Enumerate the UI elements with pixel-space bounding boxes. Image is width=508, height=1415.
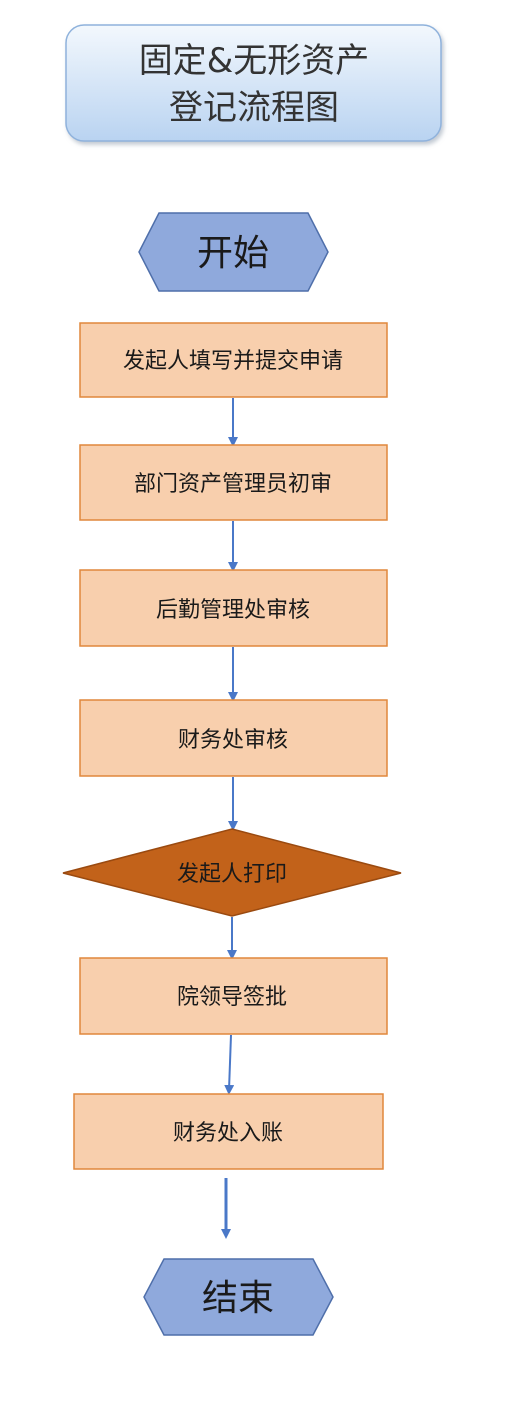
- title-line-1: 固定&无形资产: [139, 41, 370, 81]
- step-label: 部门资产管理员初审: [134, 472, 332, 497]
- step-label: 后勤管理处审核: [156, 598, 310, 623]
- step-finance-review: 财务处审核: [79, 699, 388, 777]
- step-label: 发起人填写并提交申请: [123, 349, 343, 374]
- title-line-2: 登记流程图: [169, 88, 339, 128]
- title-box: 固定&无形资产 登记流程图: [65, 24, 442, 142]
- flow-arrow: [224, 1034, 235, 1095]
- step-label: 财务处审核: [178, 728, 288, 753]
- start-label: 开始: [197, 233, 269, 274]
- step-submit-application: 发起人填写并提交申请: [79, 322, 388, 398]
- decision-label: 发起人打印: [177, 862, 287, 887]
- end-label: 结束: [202, 1278, 274, 1319]
- decision-print: 发起人打印: [62, 828, 402, 917]
- step-department-review: 部门资产管理员初审: [79, 444, 388, 521]
- step-label: 财务处入账: [173, 1121, 283, 1146]
- step-leader-approval: 院领导签批: [79, 957, 388, 1035]
- step-finance-entry: 财务处入账: [73, 1093, 384, 1170]
- step-logistics-review: 后勤管理处审核: [79, 569, 388, 647]
- start-terminal: 开始: [138, 212, 329, 292]
- step-label: 院领导签批: [177, 985, 287, 1010]
- end-terminal: 结束: [143, 1258, 334, 1336]
